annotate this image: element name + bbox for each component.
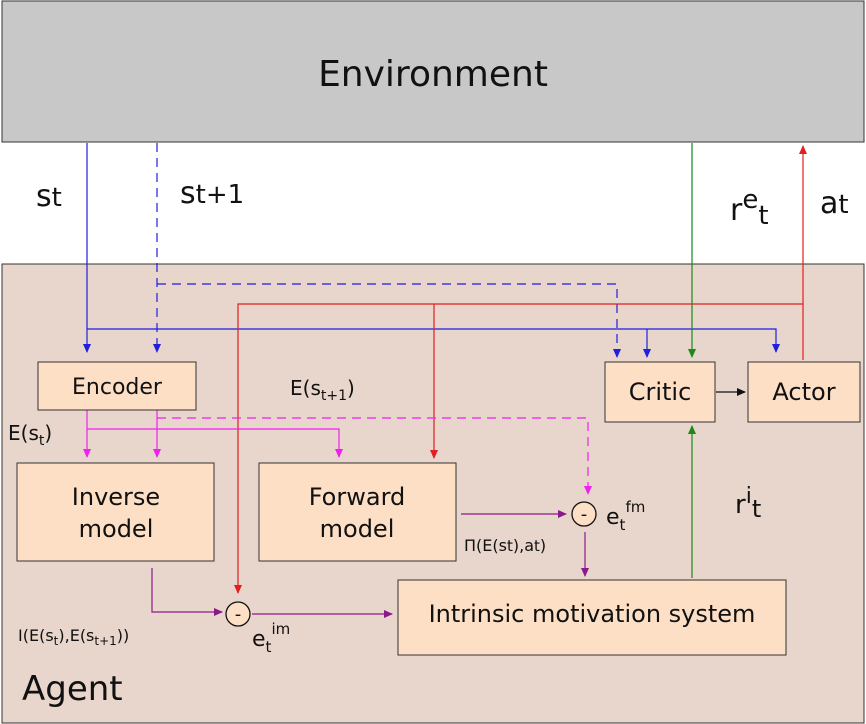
inverse-error-minus: - <box>235 604 242 625</box>
actor-label: Actor <box>772 378 835 406</box>
inverse-error-label: etim <box>252 620 290 656</box>
intrinsic-reward-label: rit <box>735 484 761 523</box>
inverse-model-label-line2: model <box>79 515 154 543</box>
inverse-error-subtractor <box>225 601 251 627</box>
error-connections <box>151 510 589 618</box>
intrinsic-motivation-label: Intrinsic motivation system <box>429 600 756 628</box>
extrinsic-reward-label: ret <box>730 185 769 231</box>
forward-model-label-line1: Forward <box>309 483 406 511</box>
action-connections <box>234 145 807 594</box>
encoder-label: Encoder <box>72 375 163 400</box>
environment-box <box>1 0 865 143</box>
environment-label: Environment <box>318 54 548 95</box>
encoded-next-state-connections <box>157 417 592 495</box>
state-t-connections <box>83 143 780 358</box>
action-label: at <box>820 186 849 221</box>
forward-error-minus: - <box>581 504 588 525</box>
inverse-prediction-label: I(E(st),E(st+1)) <box>18 626 129 648</box>
forward-model-box <box>258 462 457 562</box>
forward-prediction-label: Π(E(st),at) <box>464 536 546 555</box>
encoder-box <box>37 361 197 411</box>
inverse-model-box <box>16 462 215 562</box>
critic-label: Critic <box>629 378 692 406</box>
forward-error-subtractor <box>571 501 597 527</box>
state-t1-connections <box>153 143 621 358</box>
forward-error-label: etfm <box>606 498 645 534</box>
actor-box <box>747 361 861 423</box>
encoded-state-label: E(st) <box>8 421 52 449</box>
inverse-model-label-line1: Inverse <box>72 483 160 511</box>
state-t1-label: st+1 <box>180 176 244 211</box>
forward-model-label-line2: model <box>320 515 395 543</box>
agent-label: Agent <box>22 669 123 709</box>
intrinsic-motivation-box <box>397 579 787 656</box>
critic-box <box>604 361 716 423</box>
encoded-next-state-label: E(st+1) <box>290 376 355 404</box>
state-t-label: st <box>36 179 62 214</box>
